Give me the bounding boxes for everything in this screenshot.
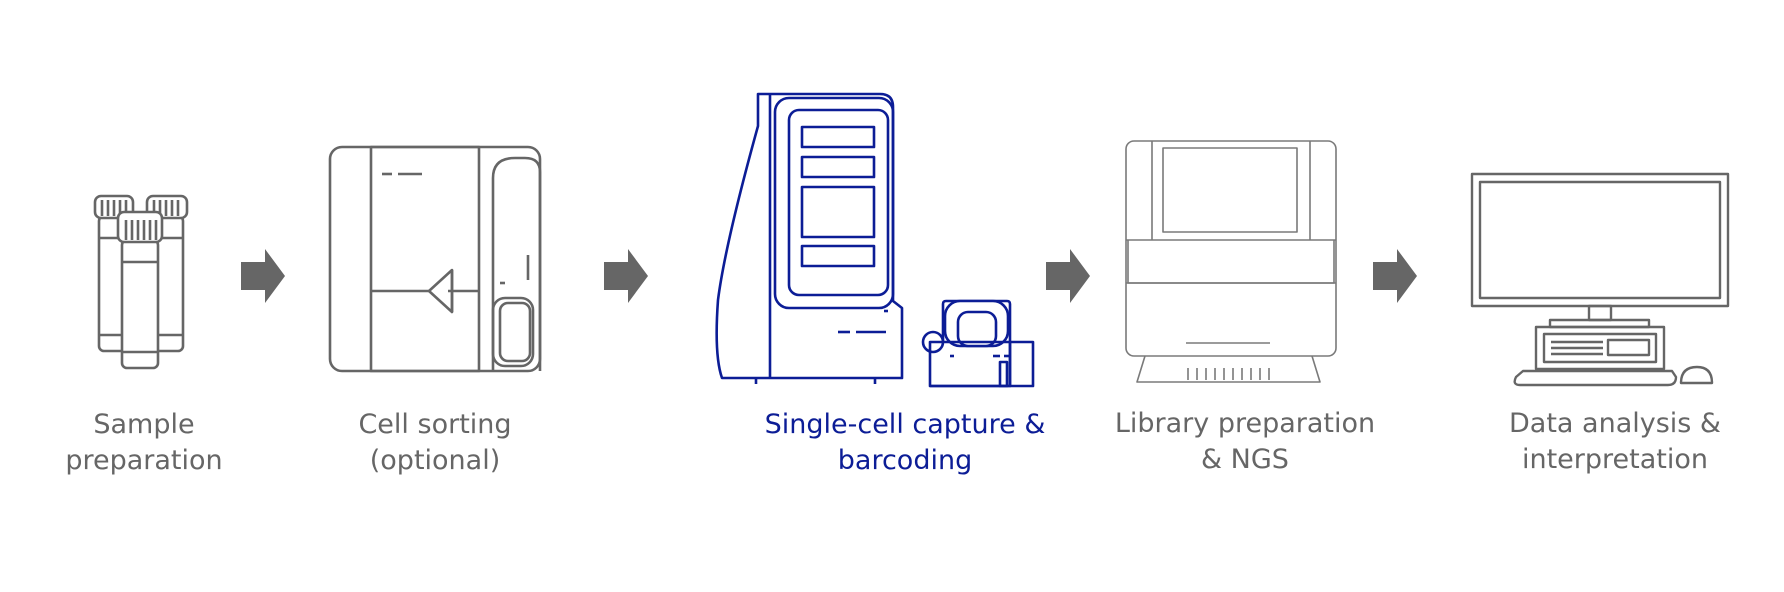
step-label-line1: Single-cell capture & bbox=[764, 409, 1046, 440]
sequencer-icon bbox=[1125, 140, 1337, 383]
arrow-right-icon bbox=[241, 249, 285, 303]
step-label-cell-sorting: Cell sorting (optional) bbox=[330, 407, 540, 479]
step-label-line2: barcoding bbox=[837, 445, 973, 476]
sample-tubes-icon bbox=[93, 194, 189, 370]
step-label-line1: Cell sorting bbox=[358, 409, 512, 440]
step-label-line2: & NGS bbox=[1201, 444, 1289, 475]
step-label-data-analysis: Data analysis & interpretation bbox=[1470, 406, 1760, 478]
computer-icon bbox=[1470, 172, 1730, 387]
step-label-line1: Sample bbox=[93, 409, 195, 440]
arrow-right-icon bbox=[1373, 249, 1417, 303]
step-label-line2: (optional) bbox=[369, 445, 501, 476]
arrow-right-icon bbox=[604, 249, 648, 303]
single-cell-instrument-icon bbox=[715, 92, 1035, 388]
step-label-line2: preparation bbox=[65, 445, 223, 476]
step-label-line1: Data analysis & bbox=[1508, 408, 1721, 439]
step-label-line1: Library preparation bbox=[1114, 408, 1376, 439]
step-label-library-preparation: Library preparation & NGS bbox=[1100, 406, 1390, 478]
step-label-sample-preparation: Sample preparation bbox=[44, 407, 244, 479]
step-label-line2: interpretation bbox=[1521, 444, 1709, 475]
cell-sorter-icon bbox=[328, 145, 542, 373]
step-label-single-cell-capture: Single-cell capture & barcoding bbox=[725, 407, 1085, 479]
arrow-right-icon bbox=[1046, 249, 1090, 303]
